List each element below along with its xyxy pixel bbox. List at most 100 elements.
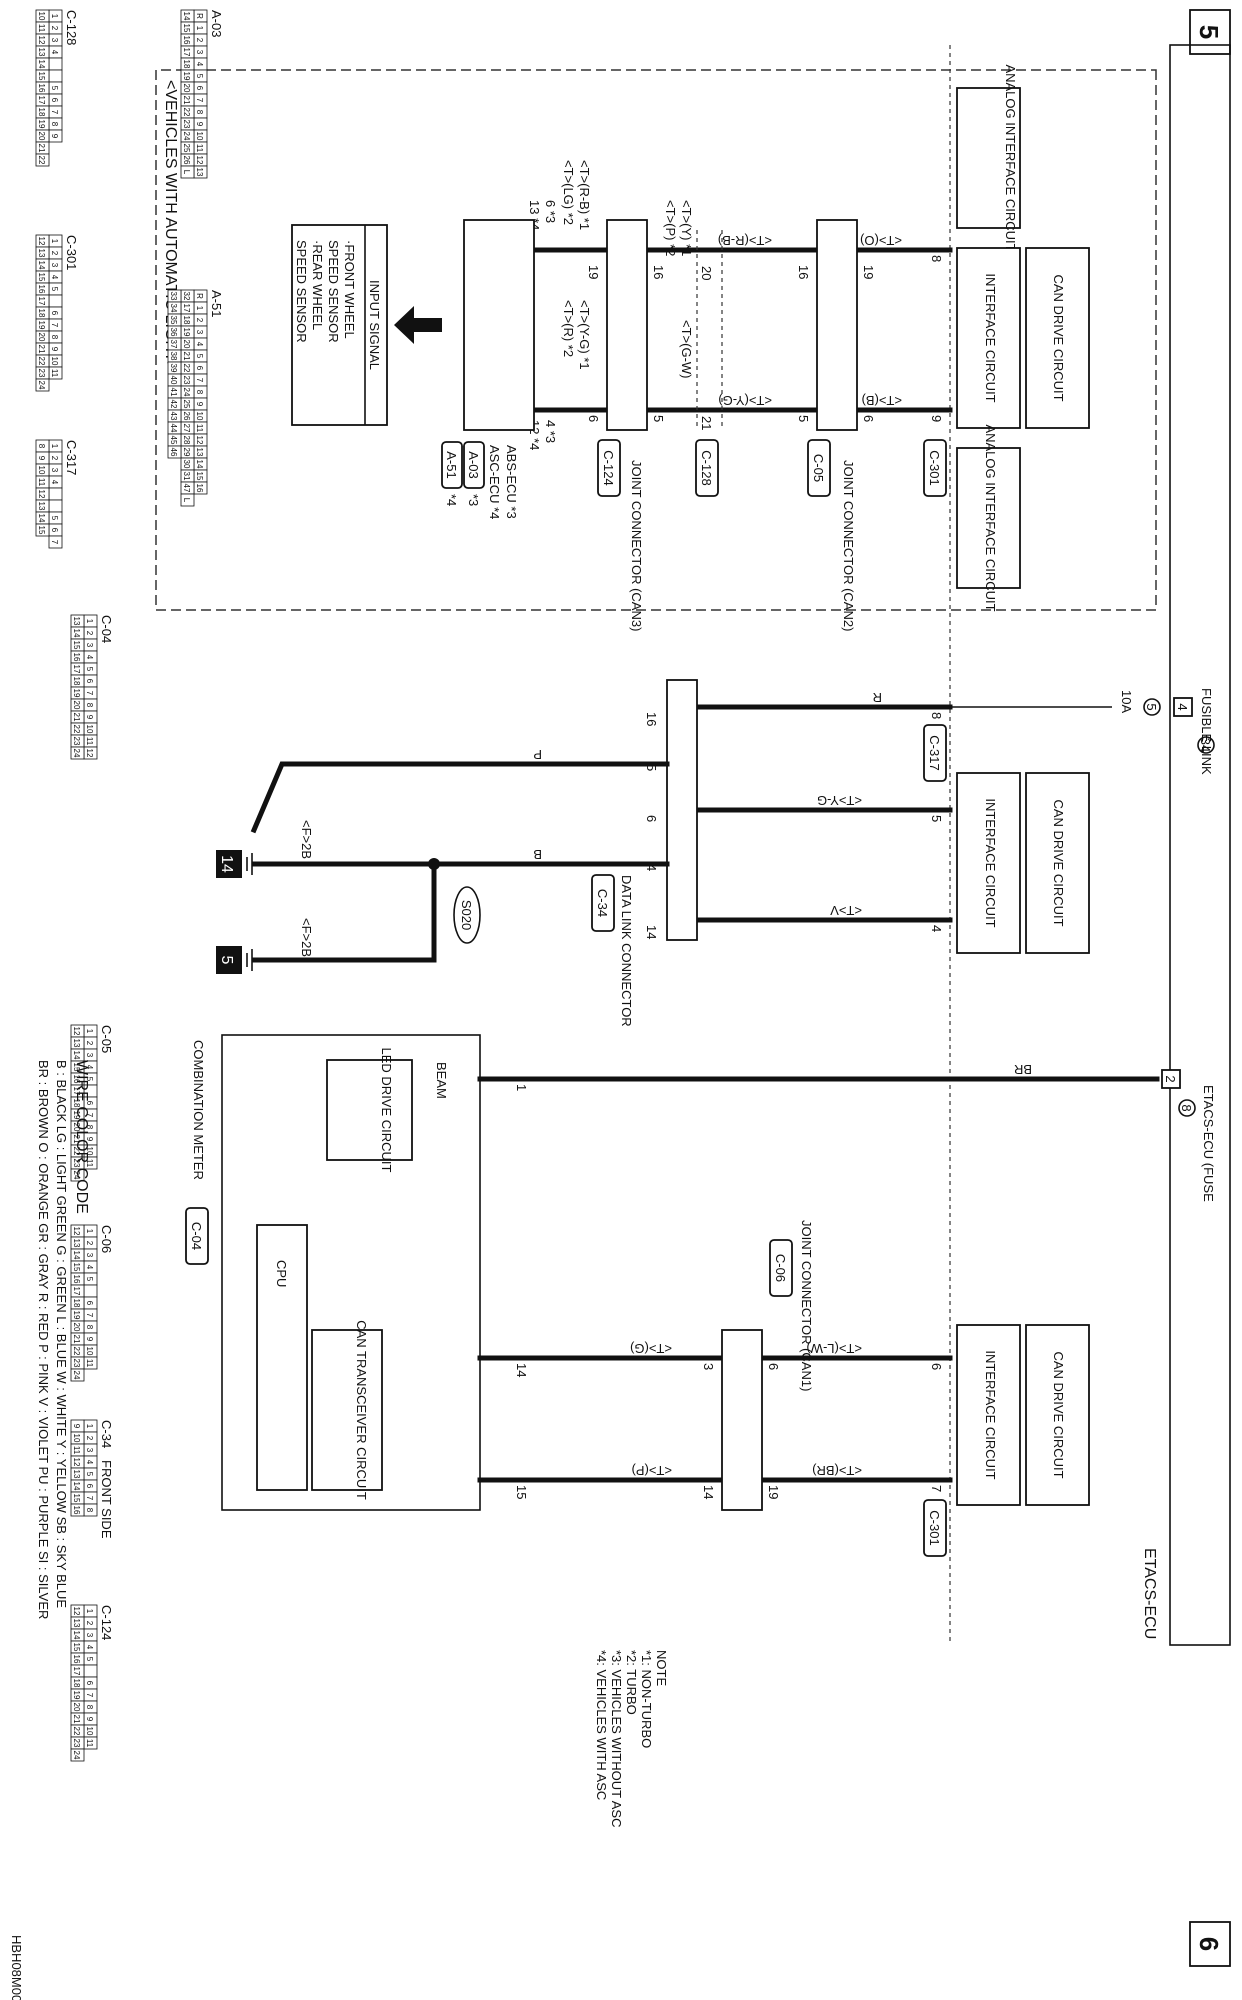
connector-pin-number: 3 bbox=[85, 643, 94, 648]
wire-label-lg2: <T>(LG) *2 bbox=[561, 160, 576, 225]
connector-pin-number: 3 bbox=[195, 50, 204, 55]
connector-pin-number: 6 bbox=[85, 1301, 94, 1306]
connector-pin-number: 17 bbox=[37, 96, 46, 105]
connector-tag-c05 bbox=[807, 439, 831, 497]
svg-text:INTERFACE CIRCUIT: INTERFACE CIRCUIT bbox=[983, 1350, 998, 1479]
connector-cell bbox=[48, 57, 63, 71]
input-arrow-icon bbox=[394, 306, 442, 344]
connector-pin-number: 18 bbox=[72, 1679, 81, 1688]
connector-pin-number: 5 bbox=[50, 516, 59, 521]
joint-connector-can2-label: JOINT CONNECTOR (CAN2) bbox=[841, 460, 856, 631]
connector-pin-number: 23 bbox=[72, 1739, 81, 1748]
svg-text:ANALOG INTERFACE CIRCUIT: ANALOG INTERFACE CIRCUIT bbox=[1003, 64, 1018, 251]
connector-pin-number: 20 bbox=[72, 1323, 81, 1332]
pin-j3-6: 6 bbox=[586, 415, 601, 422]
connector-pin-number: 21 bbox=[72, 1335, 81, 1344]
connector-cell bbox=[48, 535, 63, 549]
input-signal-item-3: ·REAR WHEEL bbox=[310, 240, 325, 330]
connector-pin-number: 14 bbox=[72, 1051, 81, 1060]
ground-14: 14 bbox=[216, 850, 253, 878]
connector-pin-number: 24 bbox=[182, 388, 191, 397]
connector-pin-number: 20 bbox=[182, 340, 191, 349]
connector-tag-c05-label: C-05 bbox=[811, 454, 826, 482]
pin-d16: 16 bbox=[644, 712, 659, 726]
etacs-ecu-box bbox=[1169, 44, 1231, 1646]
connector-pin-number: 7 bbox=[50, 110, 59, 115]
pin-j2-16: 16 bbox=[796, 265, 811, 279]
connector-pin-number: 5 bbox=[195, 74, 204, 79]
connector-pin-number: 14 bbox=[72, 1251, 81, 1260]
combination-meter-box bbox=[221, 1034, 481, 1511]
connector-tag-c06 bbox=[769, 1239, 793, 1297]
connector-pin-number: 9 bbox=[85, 715, 94, 720]
connector-pin-number: 17 bbox=[72, 665, 81, 674]
can-transceiver-circuit: CAN TRANSCEIVER CIRCUIT bbox=[311, 1320, 383, 1500]
connector-pin-number: 13 bbox=[37, 502, 46, 511]
connector-pin-number: 1 bbox=[195, 26, 204, 31]
connector-pin-number: 11 bbox=[85, 1739, 94, 1748]
wire-label-f2b-1: <F>2B bbox=[299, 820, 314, 859]
wire-label-pp: <T>(P) *2 bbox=[663, 200, 678, 256]
connector-pin-number: 3 bbox=[85, 1053, 94, 1058]
fusible-link-fuse-num: 5 bbox=[1144, 703, 1159, 710]
connector-pin-number: 11 bbox=[72, 1446, 81, 1455]
connector-pin-number: 13 bbox=[37, 249, 46, 258]
ground-5: 5 bbox=[216, 946, 253, 974]
connector-pin-number: 23 bbox=[72, 1159, 81, 1168]
connector-pin-number: 9 bbox=[195, 402, 204, 407]
connector-pin-number: 12 bbox=[72, 1607, 81, 1616]
connector-pin-number: 21 bbox=[37, 345, 46, 354]
connector-pin-number: 10 bbox=[37, 12, 46, 21]
asc-ecu-label: ASC-ECU *4 bbox=[487, 445, 502, 519]
grid-tag-a51: A-51 bbox=[209, 290, 224, 317]
connector-pin-number: 17 bbox=[72, 1667, 81, 1676]
connector-pin-number: 4 bbox=[195, 62, 204, 67]
connector-pin-number: 16 bbox=[72, 653, 81, 662]
connector-pin-number: 11 bbox=[37, 478, 46, 487]
connector-pin-number: 3 bbox=[85, 1253, 94, 1258]
connector-pin-number: L bbox=[182, 170, 191, 175]
connector-pin-number: 5 bbox=[85, 1077, 94, 1082]
connector-pin-number: 16 bbox=[72, 1275, 81, 1284]
connector-pin-number: 37 bbox=[169, 340, 178, 349]
grid-tag-c06: C-06 bbox=[99, 1225, 114, 1253]
pin-j2-19: 19 bbox=[861, 265, 876, 279]
connector-pin-number: 36 bbox=[169, 328, 178, 337]
pin-m14: 14 bbox=[514, 1363, 529, 1377]
connector-pin-number: 34 bbox=[169, 304, 178, 313]
connector-pin-number: 6 bbox=[50, 528, 59, 533]
connector-cell bbox=[35, 378, 50, 392]
connector-pin-number: 5 bbox=[85, 1472, 94, 1477]
connector-pin-number: 16 bbox=[72, 1075, 81, 1084]
svg-text:INTERFACE CIRCUIT: INTERFACE CIRCUIT bbox=[983, 798, 998, 927]
connector-pin-number: 22 bbox=[37, 156, 46, 165]
grid-tag-c34: C-34 bbox=[99, 1420, 114, 1448]
connector-pin-number: 11 bbox=[195, 144, 204, 153]
connector-pin-number: 2 bbox=[85, 631, 94, 636]
pin-e8: 8 bbox=[929, 255, 944, 262]
interface-circuit-2: INTERFACE CIRCUIT bbox=[956, 772, 1021, 954]
connector-pin-number: 10 bbox=[85, 1147, 94, 1156]
note-3: *3: VEHICLES WITHOUT ASC bbox=[609, 1650, 624, 1827]
pin-d4: 4 bbox=[644, 864, 659, 871]
wire-label-b-ground: B bbox=[533, 847, 542, 862]
etacs-fuse-box-num: 2 bbox=[1163, 1075, 1178, 1082]
wire-label-b: <T>(B) bbox=[862, 393, 902, 408]
connector-pin-number: 1 bbox=[50, 444, 59, 449]
connector-pin-number: 9 bbox=[72, 1424, 81, 1429]
connector-pin-number: 12 bbox=[72, 1458, 81, 1467]
connector-pin-number: R bbox=[195, 13, 204, 19]
connector-pin-number: 30 bbox=[182, 460, 191, 469]
connector-pin-number: 7 bbox=[195, 98, 204, 103]
connector-pin-number: 33 bbox=[169, 292, 178, 301]
connector-pin-number: 2 bbox=[50, 456, 59, 461]
connector-pin-number: 23 bbox=[72, 737, 81, 746]
connector-tag-c301-2-label: C-301 bbox=[927, 1510, 942, 1545]
connector-pin-number: 8 bbox=[195, 390, 204, 395]
connector-pin-number: 13 bbox=[72, 1039, 81, 1048]
svg-text:ANALOG INTERFACE CIRCUIT: ANALOG INTERFACE CIRCUIT bbox=[983, 424, 998, 611]
connector-tag-c06-label: C-06 bbox=[773, 1254, 788, 1282]
connector-pin-number: R bbox=[195, 293, 204, 299]
connector-pin-number: 35 bbox=[169, 316, 178, 325]
